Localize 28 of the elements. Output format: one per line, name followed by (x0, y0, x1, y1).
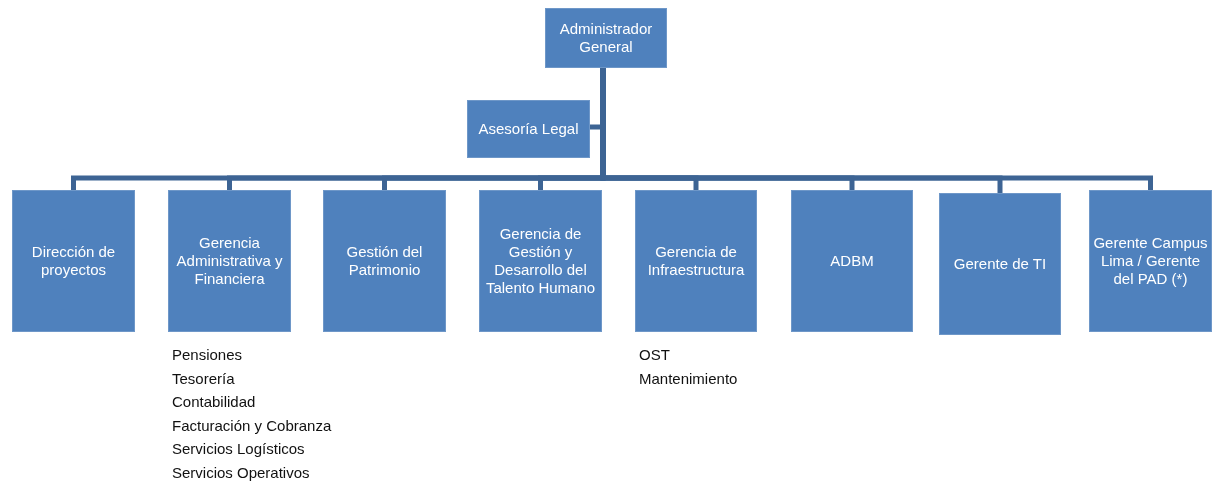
position-box (635, 190, 757, 332)
root-position-box (545, 8, 667, 68)
position-box (1089, 190, 1212, 332)
position-title: ADBM (830, 252, 874, 270)
unit-list-item: Tesorería (172, 368, 235, 389)
unit-list-item: Facturación y Cobranza (172, 415, 332, 436)
unit-list-item: Contabilidad (172, 392, 256, 412)
position-box (467, 100, 590, 158)
unit-list-item: Servicios Operativos (172, 462, 310, 483)
position-title: Gestión del Patrimonio (345, 243, 424, 279)
position-box (168, 190, 291, 332)
position-box (939, 193, 1061, 335)
position-title: Dirección de proyectos (30, 243, 117, 279)
position-title: Asesoría Legal (478, 120, 579, 138)
position-box (12, 190, 135, 332)
position-title: Gerencia Administrativa y Financiera (175, 234, 284, 288)
position-title: Administrador General (558, 20, 654, 56)
position-title: Gerente Campus Lima / Gerente del PAD (*) (1092, 234, 1209, 288)
position-title: Gerencia de Gestión y Desarrollo del Talento Humano (484, 225, 597, 297)
unit-list-item: OST (639, 345, 670, 365)
position-box (791, 190, 913, 332)
position-title: Gerente de TI (953, 255, 1047, 273)
position-title: Gerencia de Infraestructura (646, 243, 746, 279)
position-box (323, 190, 446, 332)
unit-list-item: Mantenimiento (639, 368, 738, 389)
unit-list-item: Servicios Logísticos (172, 439, 305, 459)
position-box (479, 190, 602, 332)
unit-list-item: Pensiones (172, 345, 243, 365)
